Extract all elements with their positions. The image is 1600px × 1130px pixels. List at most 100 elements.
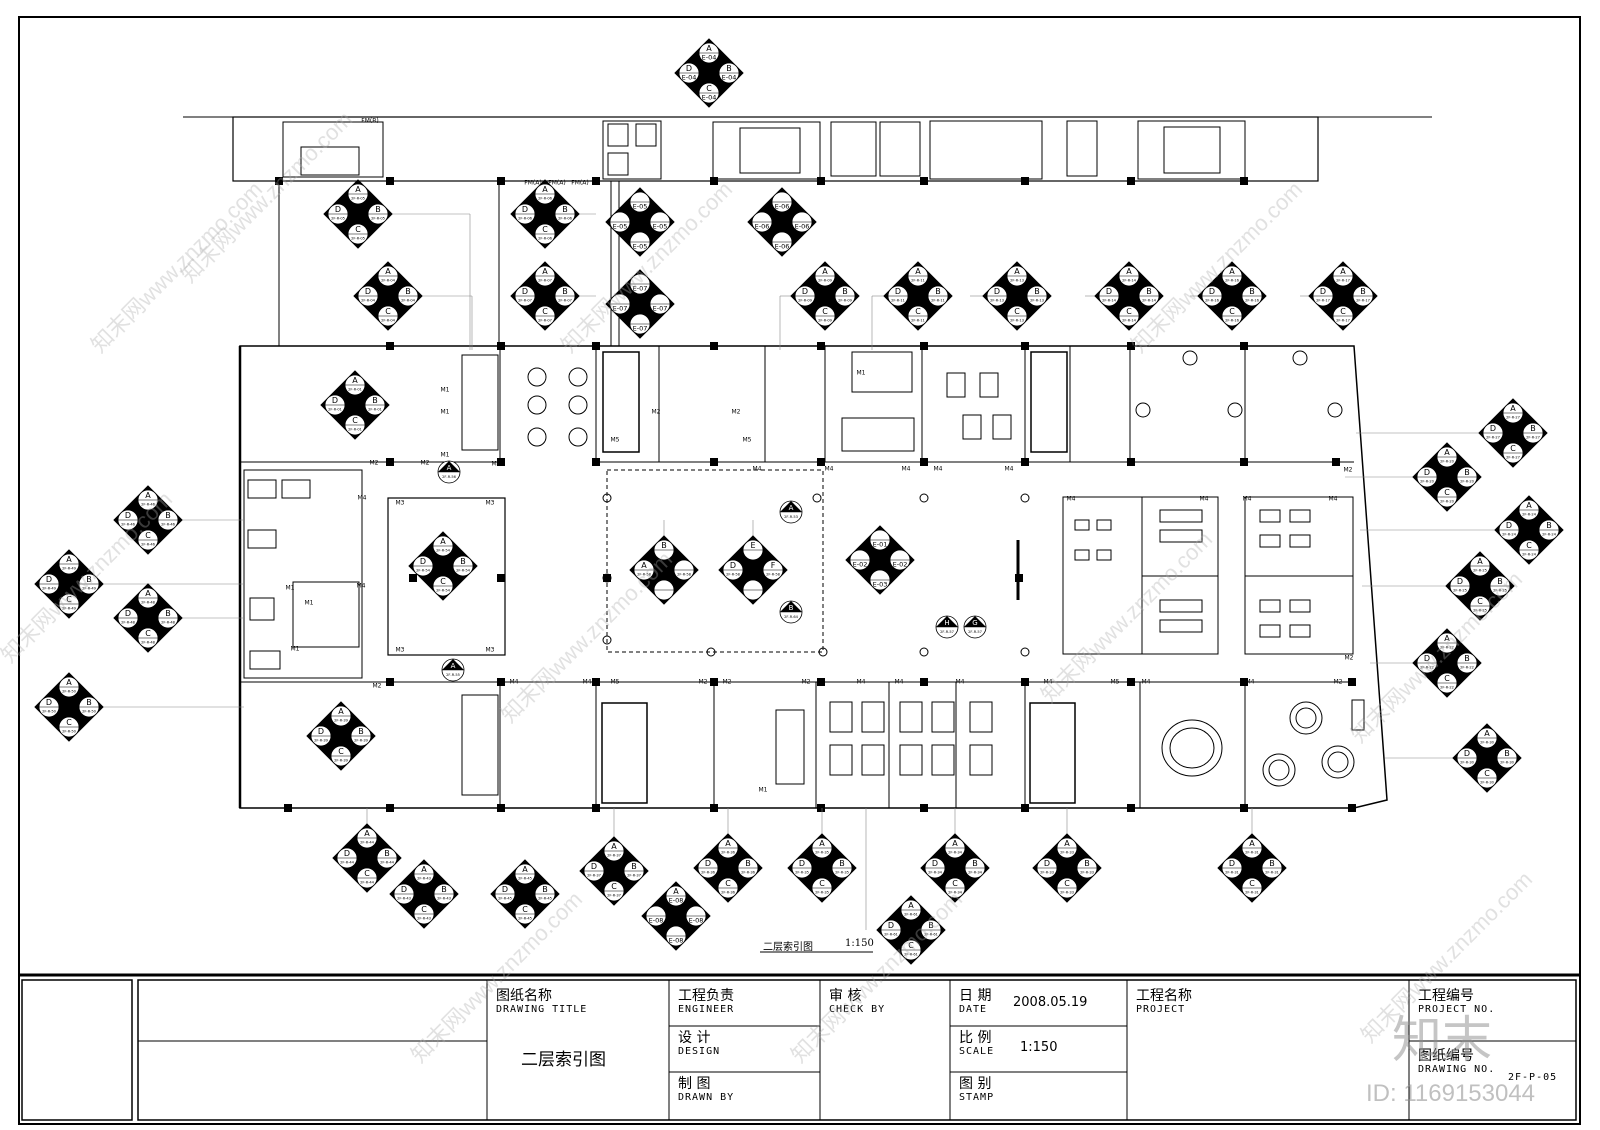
section-tag-code: 2F-R-57 xyxy=(968,630,982,634)
index-symbol-diamond xyxy=(693,833,763,903)
section-tag: A 2F-R-56 xyxy=(437,460,461,484)
index-symbol-letter: D xyxy=(1044,859,1050,868)
index-symbol-code: 2F-R-16 xyxy=(1205,299,1220,303)
index-symbol-code: 2F-R-13 xyxy=(1010,279,1024,283)
index-symbol-code: 2F-R-54 xyxy=(436,589,451,593)
door-label: M5 xyxy=(1111,679,1120,686)
index-symbol-code: 2F-R-50 xyxy=(62,730,77,734)
index-symbol-letter: B xyxy=(1360,287,1366,296)
index-symbol-code: 2F-R-06 xyxy=(558,217,573,221)
index-symbol-diamond xyxy=(982,261,1052,331)
index-symbol-letter: D xyxy=(318,727,324,736)
door-label: M3 xyxy=(486,500,495,507)
index-symbol-code: 2F-R-06 xyxy=(518,217,533,221)
index-symbol-code: E-01 xyxy=(873,541,888,549)
index-symbol-code: 2F-R-01 xyxy=(348,428,362,432)
index-symbol-letter: B xyxy=(460,557,466,566)
index-symbol-code: 2F-R-46 xyxy=(161,523,176,527)
sheet-border xyxy=(18,16,1581,1125)
index-symbol-code: 2F-R-27 xyxy=(1506,416,1520,420)
stamp-label-en: STAMP xyxy=(959,1092,995,1103)
index-symbol-letter: C xyxy=(355,225,361,234)
door-label: FM(B) xyxy=(361,118,378,125)
index-symbol-letter: A xyxy=(145,491,151,500)
index-symbol-letter: A xyxy=(542,267,548,276)
index-symbol-letter: C xyxy=(819,879,825,888)
index-symbol-letter: B xyxy=(441,885,447,894)
index-symbol-code: 2F-R-34 xyxy=(928,871,943,875)
index-symbol-code: E-07 xyxy=(653,305,668,313)
index-symbol-diamond xyxy=(34,672,104,742)
door-label: FM(A) xyxy=(571,180,588,187)
index-symbol-letter: A xyxy=(145,589,151,598)
index-symbol-letter: B xyxy=(1084,859,1090,868)
date-label-cn: 日 期 xyxy=(959,988,992,1004)
index-symbol-diamond xyxy=(1094,261,1164,331)
index-symbol-code: 2F-R-43 xyxy=(417,917,431,921)
section-tag: A2F-R-55 xyxy=(441,658,465,682)
index-symbol-code: 2F-R-58 xyxy=(726,573,741,577)
index-symbol-code: 2F-R-11 xyxy=(911,319,925,323)
index-symbol-letter: A xyxy=(1064,839,1070,848)
index-symbol-code: 2F-R-14 xyxy=(1142,299,1157,303)
index-symbol-code: 2F-R-33 xyxy=(1040,871,1054,875)
index-symbol-code: 2F-R-61 xyxy=(924,933,938,937)
index-symbol-letter: B xyxy=(631,862,637,871)
section-tag-arrow xyxy=(780,501,802,512)
index-symbol-letter: C xyxy=(1510,444,1516,453)
section-tag-code: 2F-R-56 xyxy=(442,475,457,479)
section-tag: G2F-R-57 xyxy=(963,615,987,639)
index-symbol-code: 2F-R-34 xyxy=(948,851,963,855)
section-tag-letter: A xyxy=(447,464,452,472)
index-symbol-letter: D xyxy=(1424,654,1430,663)
index-symbol-code: 2F-R-13 xyxy=(990,299,1004,303)
index-symbol-code: 2F-R-39 xyxy=(314,739,329,743)
index-symbol-letter: A xyxy=(706,44,712,53)
index-symbol-letter: B xyxy=(562,205,568,214)
index-symbol-code: E-08 xyxy=(669,897,684,905)
index-symbol-code: 2F-R-39 xyxy=(334,759,349,763)
index-symbol-letter: A xyxy=(641,561,647,570)
index-symbol-letter: D xyxy=(365,287,371,296)
drawn-label-en: DRAWN BY xyxy=(678,1092,735,1103)
index-symbol-letter: B xyxy=(86,575,92,584)
door-label: M2 xyxy=(373,683,382,690)
index-symbol-letter: B xyxy=(165,511,171,520)
index-symbol-letter: C xyxy=(952,879,958,888)
index-symbol-letter: C xyxy=(1014,307,1020,316)
index-symbol-letter: B xyxy=(562,287,568,296)
index-symbol-code: 2F-R-58 xyxy=(677,573,692,577)
section-tag-arrow xyxy=(442,659,464,670)
index-symbol-code: 2F-R-37 xyxy=(607,854,621,858)
index-symbol-letter: A xyxy=(908,901,914,910)
index-symbol-letter: D xyxy=(799,859,805,868)
plan-caption-scale: 1:150 xyxy=(845,938,874,949)
index-symbol-letter: D xyxy=(1320,287,1326,296)
section-tag-arrow xyxy=(964,616,986,627)
door-label: M5 xyxy=(743,437,752,444)
door-label: M4 xyxy=(1243,496,1252,503)
index-symbol-code: 2F-R-30 xyxy=(1500,761,1515,765)
index-symbol-letter: D xyxy=(1464,749,1470,758)
index-symbol-diamond xyxy=(332,823,402,893)
index-symbol-letter: B xyxy=(1497,577,1503,586)
index-symbol-code: 2F-R-44 xyxy=(380,861,395,865)
index-symbol-code: 2F-R-24 xyxy=(1542,533,1557,537)
index-symbol-letter: A xyxy=(1477,557,1483,566)
index-symbol-letter: A xyxy=(352,376,358,385)
index-symbol-letter: B xyxy=(661,541,667,550)
index-symbol-code: 2F-R-24 xyxy=(1522,553,1537,557)
index-symbol-letter: C xyxy=(706,84,712,93)
index-symbol-diamond xyxy=(1494,495,1564,565)
check-label-en: CHECK BY xyxy=(829,1004,886,1015)
index-symbol-diamond xyxy=(790,261,860,331)
